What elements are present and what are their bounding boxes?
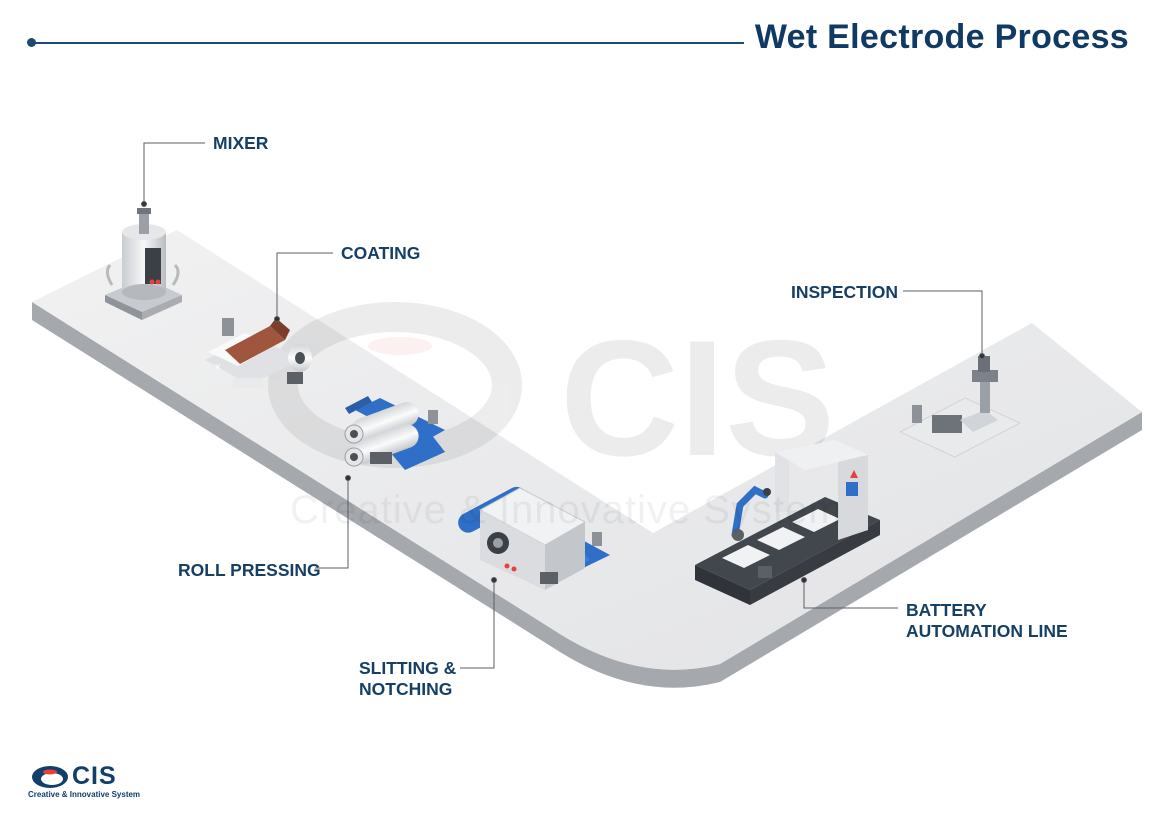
label-slitting-notching: SLITTING & NOTCHING xyxy=(359,658,456,700)
watermark-dot xyxy=(368,337,432,355)
coating-machine: ✕ xyxy=(205,318,312,388)
slitting-callout-line xyxy=(460,580,495,669)
label-battery-line2: AUTOMATION LINE xyxy=(906,621,1068,641)
battery-line-callout-line xyxy=(803,580,898,609)
coating-callout-dot xyxy=(274,316,280,322)
roll-pressing-callout-line xyxy=(315,478,349,569)
company-logo: CIS Creative & Innovative System xyxy=(28,760,141,806)
header-rule xyxy=(32,42,744,44)
label-inspection: INSPECTION xyxy=(791,282,898,302)
logo-subtitle: Creative & Innovative System xyxy=(28,790,141,799)
platform-top xyxy=(32,230,1142,670)
battery-automation-machine xyxy=(695,440,880,605)
mixer-callout-line xyxy=(143,142,205,204)
label-coating: COATING xyxy=(341,243,421,263)
logo-name: CIS xyxy=(72,762,117,790)
label-battery-automation-line: BATTERY AUTOMATION LINE xyxy=(906,600,1068,642)
callout-lines xyxy=(141,142,985,669)
label-battery-line1: BATTERY xyxy=(906,600,987,620)
page-title: Wet Electrode Process xyxy=(754,18,1129,56)
cis-logo-icon xyxy=(32,766,68,788)
roll-pressing-machine xyxy=(344,396,445,470)
mixer-callout-dot xyxy=(141,201,147,207)
svg-text:✕: ✕ xyxy=(214,363,222,373)
label-mixer: MIXER xyxy=(213,133,269,153)
platform-side xyxy=(32,302,1142,688)
header-dot xyxy=(27,38,36,47)
battery-line-callout-dot xyxy=(801,577,807,583)
label-roll-pressing: ROLL PRESSING xyxy=(178,560,321,580)
coating-callout-line xyxy=(276,252,333,319)
label-slitting-line2: NOTCHING xyxy=(359,679,453,699)
watermark: CIS xyxy=(268,302,835,490)
slitting-callout-dot xyxy=(491,577,497,583)
conveyor-platform xyxy=(32,230,1142,688)
roll-pressing-callout-dot xyxy=(345,475,351,481)
inspection-callout-dot xyxy=(979,353,985,359)
watermark-subtitle: Creative & Innovative System xyxy=(290,488,843,532)
label-slitting-line1: SLITTING & xyxy=(359,658,457,678)
inspection-machine xyxy=(898,356,1022,458)
mixer-machine xyxy=(105,208,182,320)
slitting-notching-machine xyxy=(458,486,610,590)
inspection-callout-line xyxy=(903,290,983,356)
